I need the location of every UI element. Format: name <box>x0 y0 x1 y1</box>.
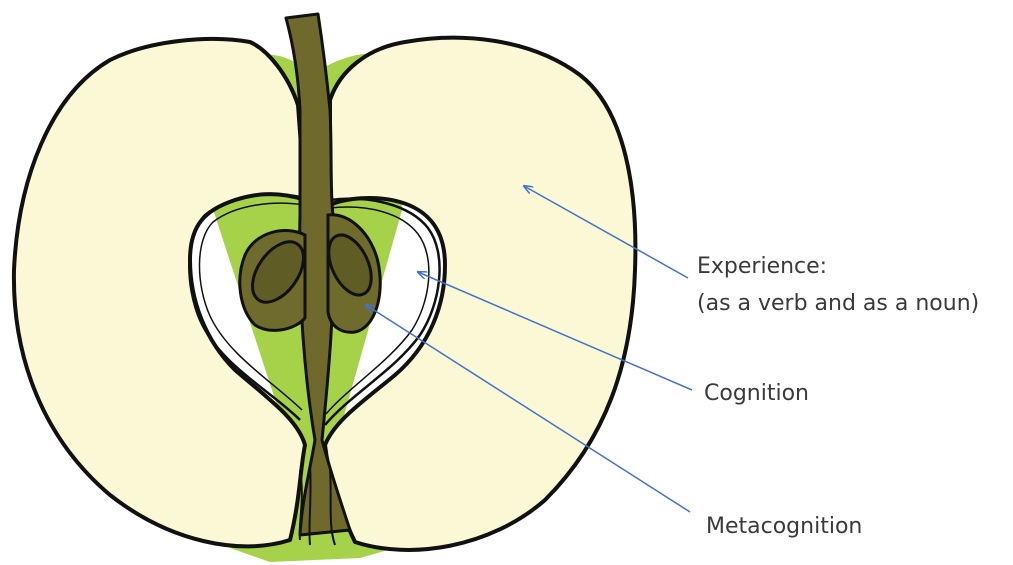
experience-sublabel: (as a verb and as a noun) <box>697 289 979 319</box>
experience-label: Experience: <box>697 252 827 282</box>
metacognition-label: Metacognition <box>706 512 862 542</box>
cognition-label: Cognition <box>704 379 809 409</box>
